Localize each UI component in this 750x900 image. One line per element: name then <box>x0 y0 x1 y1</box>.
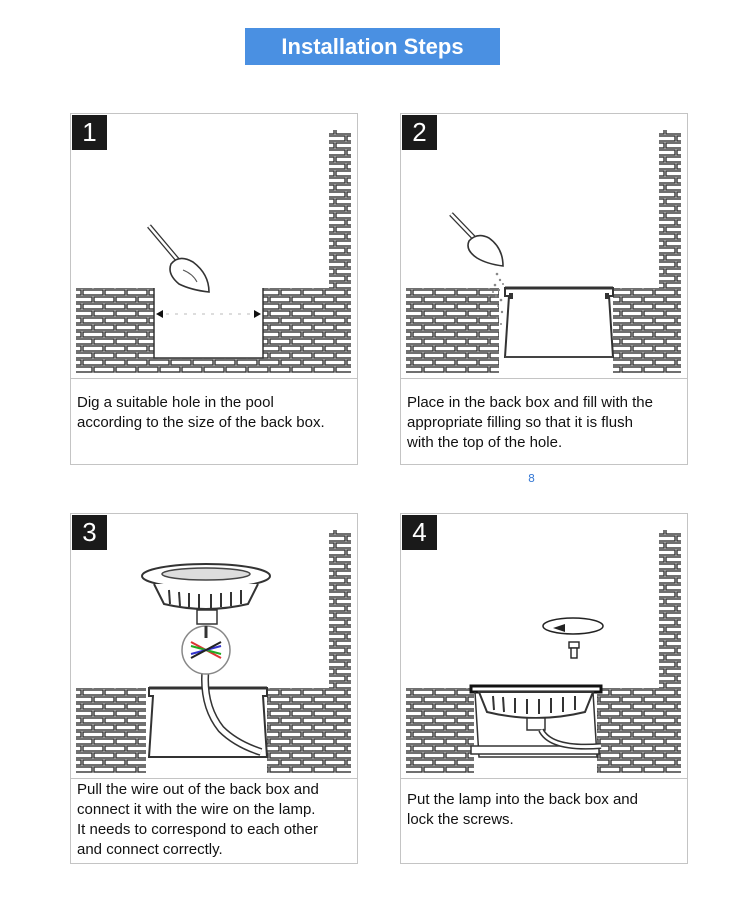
caption-line: Dig a suitable hole in the pool <box>77 394 274 411</box>
side-marker: 8 <box>528 472 535 485</box>
divider <box>71 778 357 779</box>
brick-ground-right <box>597 688 681 773</box>
brick-ground-left <box>406 688 474 773</box>
caption-line: It needs to correspond to each other <box>77 821 318 838</box>
brick-hole-bottom <box>154 358 263 373</box>
step-panel-3: 3 Pull the wire out of the back box and … <box>70 513 358 864</box>
step-number-1: 1 <box>72 115 107 150</box>
caption-line: Put the lamp into the back box and <box>407 791 638 808</box>
step-panel-4: 4 Put the lamp into the back box and loc… <box>400 513 688 864</box>
step-4-illustration <box>406 530 681 773</box>
brick-ground-left <box>76 688 146 773</box>
rotate-arrow-icon <box>542 617 604 635</box>
divider <box>71 378 357 379</box>
shovel-icon <box>147 224 210 293</box>
installed-lamp-icon <box>469 684 603 758</box>
step-1-illustration <box>76 130 351 373</box>
divider <box>401 378 687 379</box>
step-panel-2: 2 Place in the back box and fill with th… <box>400 113 688 465</box>
brick-wall-vertical <box>329 530 351 688</box>
sand-particles-icon <box>492 272 504 325</box>
step-3-illustration <box>76 530 351 773</box>
hole-outline <box>153 288 264 359</box>
wire-connector-icon <box>181 625 231 675</box>
brick-ground-left <box>76 288 154 373</box>
lamp-icon <box>141 563 271 625</box>
brick-wall-vertical <box>329 130 351 288</box>
step-2-illustration <box>406 130 681 373</box>
step-panel-1: 1 Dig a suitable hole in the pool accord… <box>70 113 358 465</box>
step-caption-3: Pull the wire out of the back box and co… <box>77 780 319 860</box>
brick-wall-vertical <box>659 130 681 288</box>
brick-wall-vertical <box>659 530 681 688</box>
step-number-3: 3 <box>72 515 107 550</box>
caption-line: and connect correctly. <box>77 841 223 858</box>
back-box-icon <box>503 286 615 358</box>
step-number-4: 4 <box>402 515 437 550</box>
brick-ground-right <box>263 288 351 373</box>
caption-line: lock the screws. <box>407 811 514 828</box>
caption-line: appropriate filling so that it is flush <box>407 414 633 431</box>
brick-ground-right <box>613 288 681 373</box>
step-caption-1: Dig a suitable hole in the pool accordin… <box>77 393 325 433</box>
caption-line: Pull the wire out of the back box and <box>77 781 319 798</box>
divider <box>401 778 687 779</box>
brick-ground-left <box>406 288 499 373</box>
step-caption-4: Put the lamp into the back box and lock … <box>407 790 638 830</box>
page-title: Installation Steps <box>245 28 500 65</box>
left-arrow-icon <box>156 310 163 318</box>
shovel-icon <box>449 212 504 267</box>
right-arrow-icon <box>254 310 261 318</box>
step-caption-2: Place in the back box and fill with the … <box>407 393 653 453</box>
brick-ground-right <box>267 688 351 773</box>
caption-line: connect it with the wire on the lamp. <box>77 801 316 818</box>
screw-icon <box>568 641 580 659</box>
caption-line: according to the size of the back box. <box>77 414 325 431</box>
caption-line: Place in the back box and fill with the <box>407 394 653 411</box>
caption-line: with the top of the hole. <box>407 434 563 451</box>
step-number-2: 2 <box>402 115 437 150</box>
